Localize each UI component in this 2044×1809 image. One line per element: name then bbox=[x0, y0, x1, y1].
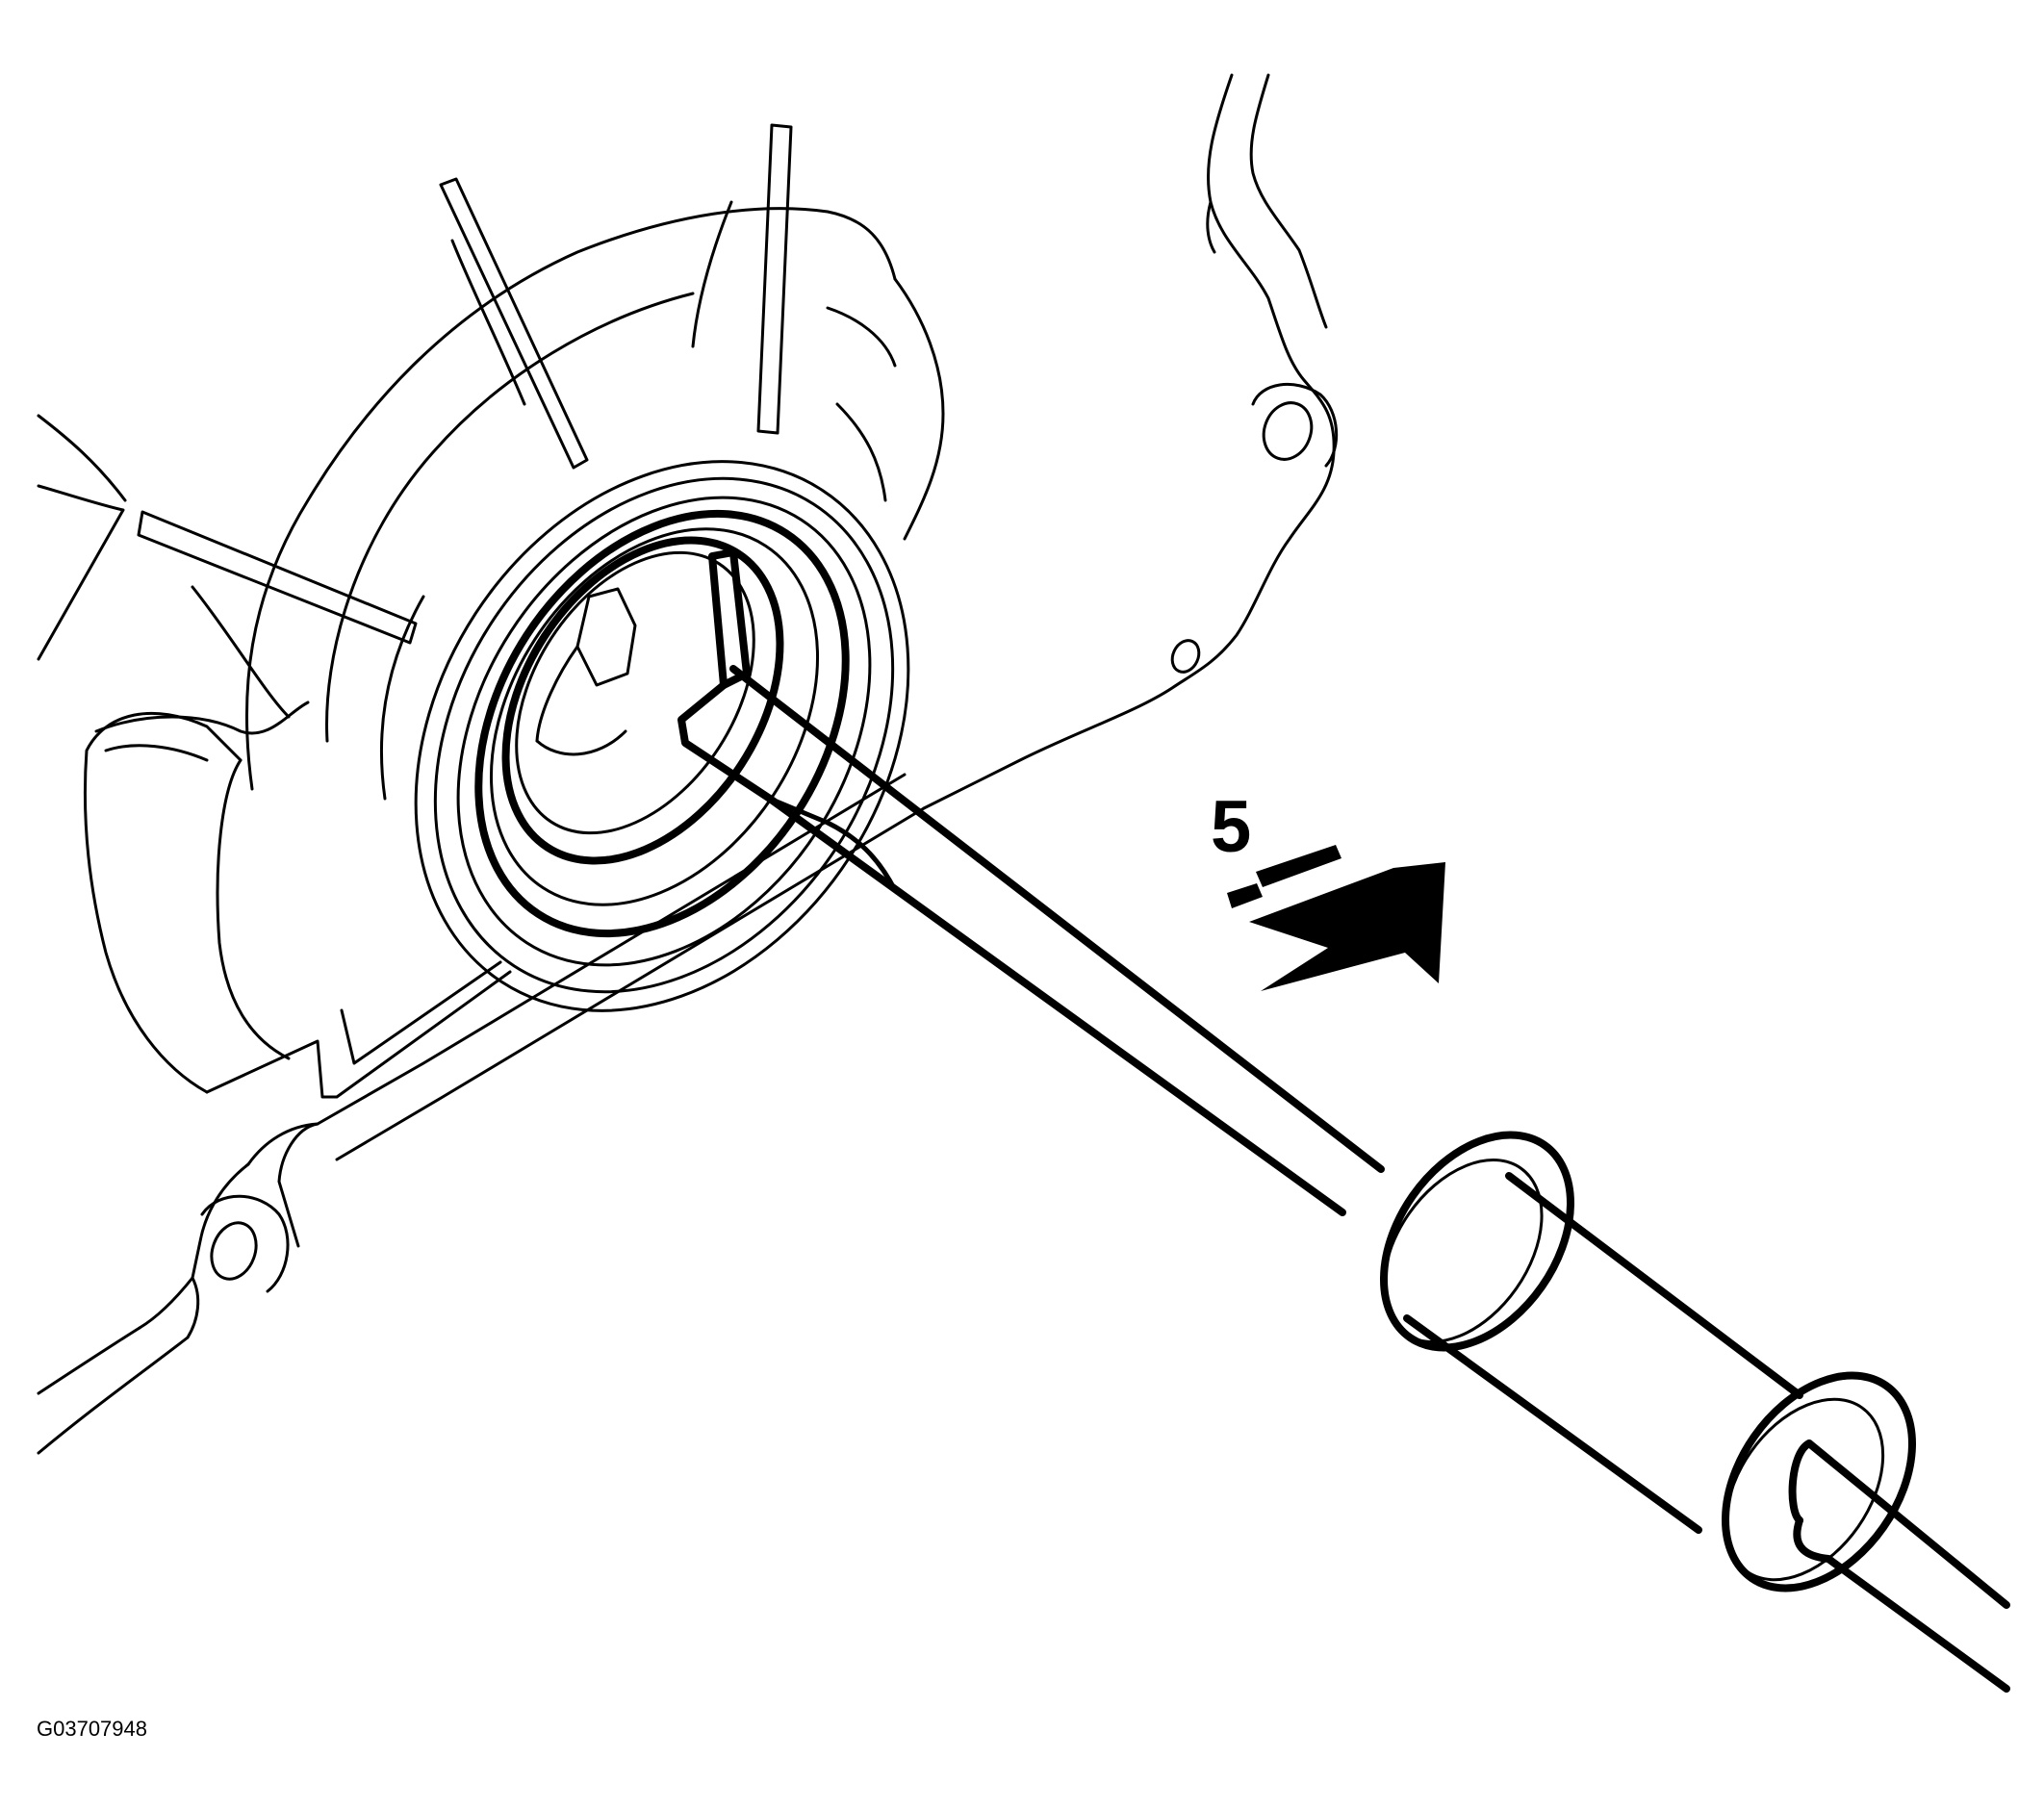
crankshaft-seal bbox=[414, 460, 910, 1012]
fan-hub-assembly bbox=[37, 123, 945, 1099]
double-arrow-down-right-icon bbox=[1227, 845, 1445, 991]
callout-label: 5 bbox=[1211, 786, 1252, 868]
slide-hammer-tool bbox=[677, 548, 2010, 1693]
engine-block-outline bbox=[37, 73, 1339, 1455]
figure-code: G03707948 bbox=[37, 1717, 147, 1741]
